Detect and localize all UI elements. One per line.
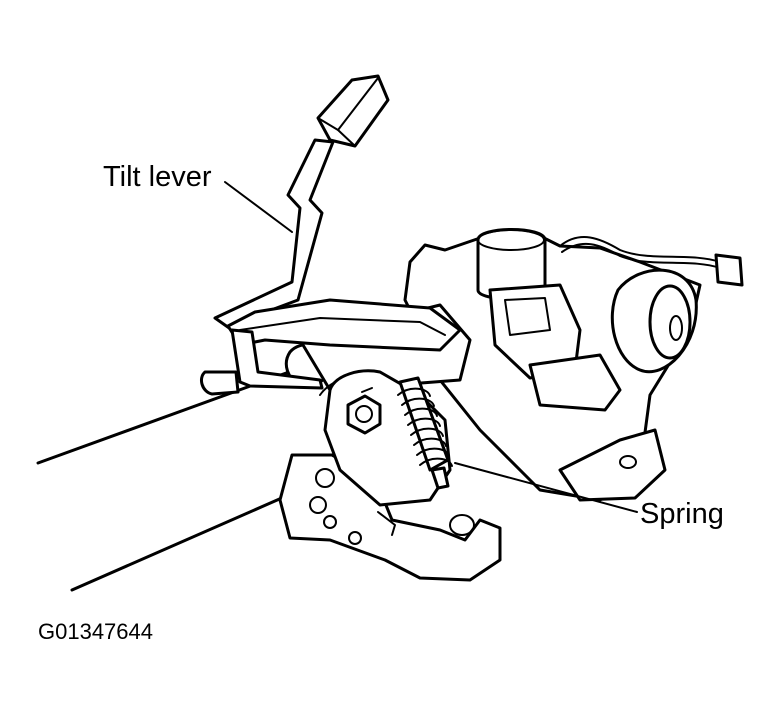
spring-leader	[454, 462, 638, 513]
tilt-lever-label: Tilt lever	[103, 161, 212, 193]
coil-spring	[397, 376, 453, 490]
column-shaft	[36, 366, 302, 592]
column-housing	[403, 228, 744, 502]
figure-code: G01347644	[38, 619, 153, 644]
leader-lines	[224, 181, 638, 513]
spring-label: Spring	[640, 498, 724, 530]
tilt-lever-leader	[224, 181, 293, 233]
tilt-lever-arm	[200, 74, 462, 396]
